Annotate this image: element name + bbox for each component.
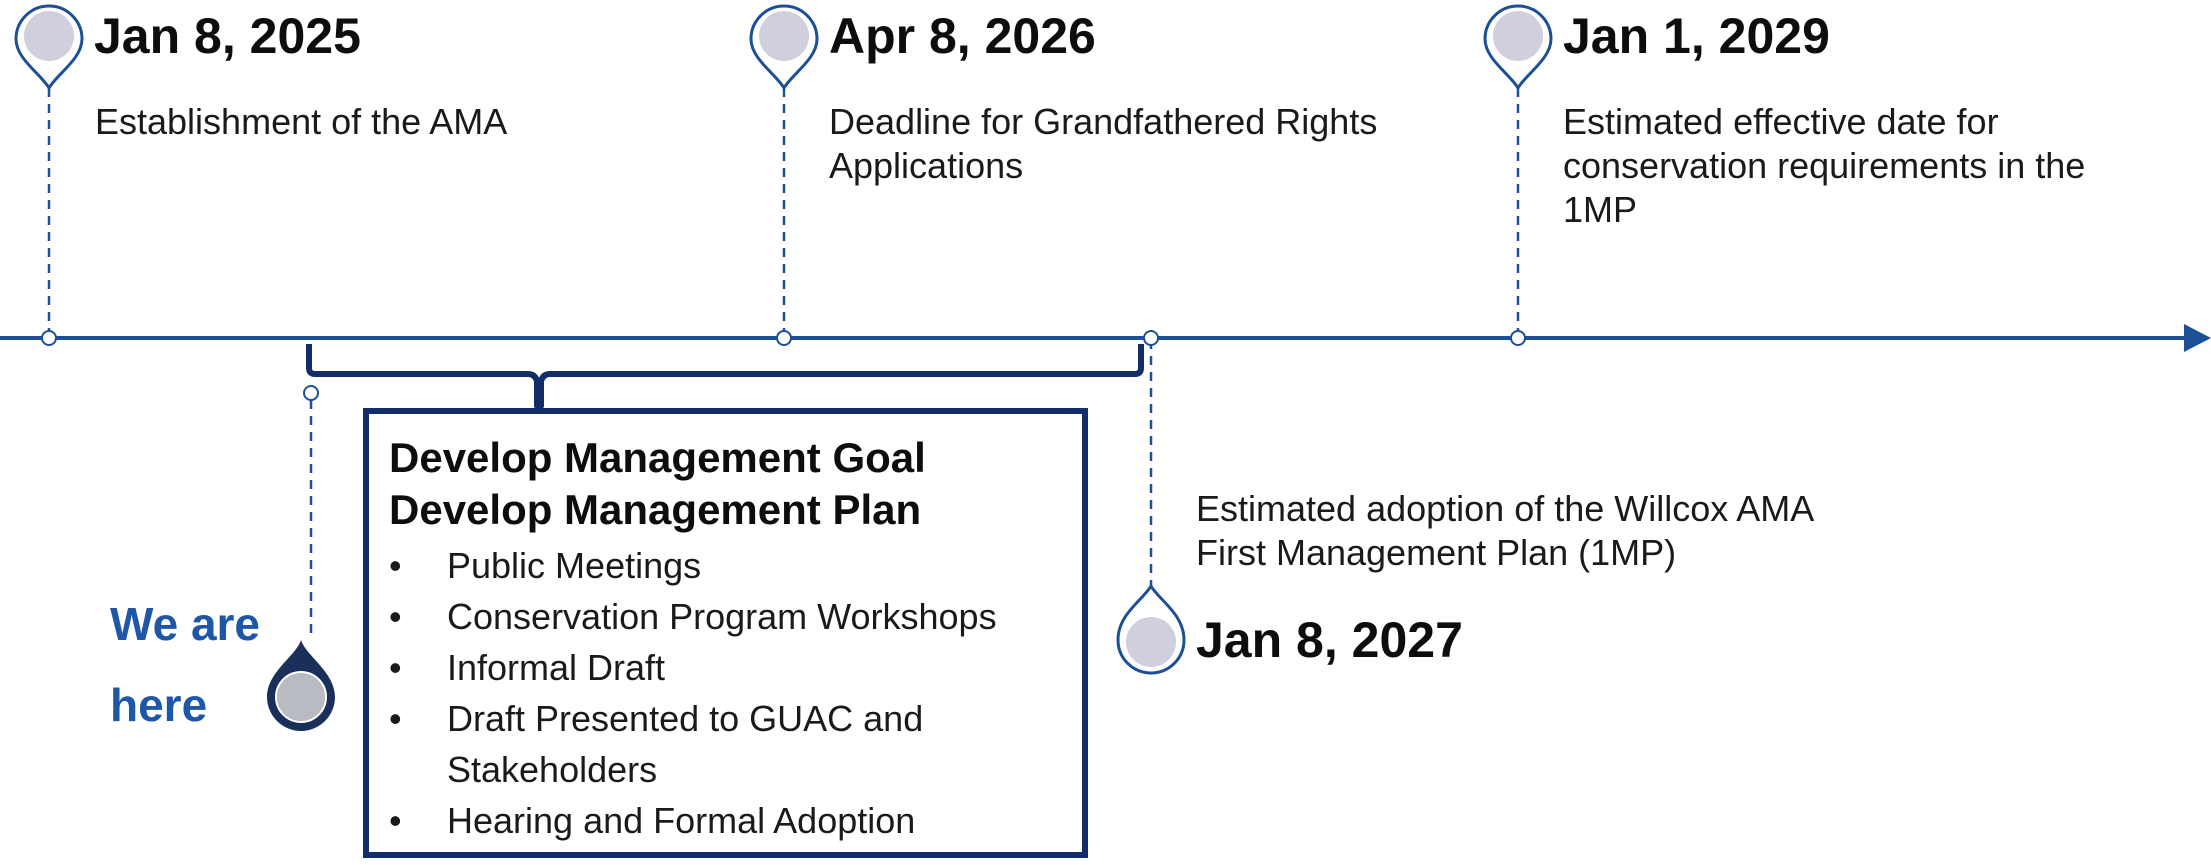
milestone-date: Apr 8, 2026	[829, 8, 1096, 64]
milestone-description: Estimated effective date for conservatio…	[1563, 101, 2086, 230]
phase-title-goal: Develop Management Goal	[389, 434, 926, 481]
current-position-label: here	[110, 679, 208, 731]
milestone-date: Jan 8, 2027	[1196, 612, 1463, 668]
phase-task-list: •Public Meetings •Conservation Program W…	[383, 540, 997, 846]
phase-title-plan: Develop Management Plan	[389, 486, 922, 533]
phase-bracket	[306, 344, 1144, 409]
phase-box: Develop Management Goal Develop Manageme…	[363, 408, 1088, 858]
list-item: •Hearing and Formal Adoption	[389, 800, 916, 841]
milestone-description: Establishment of the AMA	[95, 101, 508, 142]
milestone-description: Deadline for Grandfathered Rights Applic…	[829, 101, 1378, 186]
current-position-marker-icon	[267, 640, 335, 731]
current-position-label: We are	[110, 598, 261, 650]
milestone-description: Estimated adoption of the Willcox AMA Fi…	[1196, 488, 1813, 573]
timeline-arrowhead-icon	[2184, 324, 2211, 352]
location-pin-icon	[14, 4, 84, 92]
milestone-date: Jan 1, 2029	[1563, 8, 1830, 64]
tick-jan-2027	[1143, 330, 1159, 346]
milestone-date: Jan 8, 2025	[94, 8, 361, 64]
tick-we-are-here	[303, 385, 319, 401]
tick-jan-2029	[1510, 330, 1526, 346]
location-pin-icon	[1483, 4, 1553, 92]
list-item: •Informal Draft	[389, 647, 666, 688]
location-pin-icon	[749, 4, 819, 92]
list-item: •Conservation Program Workshops	[389, 596, 997, 637]
tick-jan-2025	[41, 330, 57, 346]
list-item: •Public Meetings	[389, 545, 702, 586]
tick-apr-2026	[776, 330, 792, 346]
location-pin-icon	[1116, 582, 1186, 675]
